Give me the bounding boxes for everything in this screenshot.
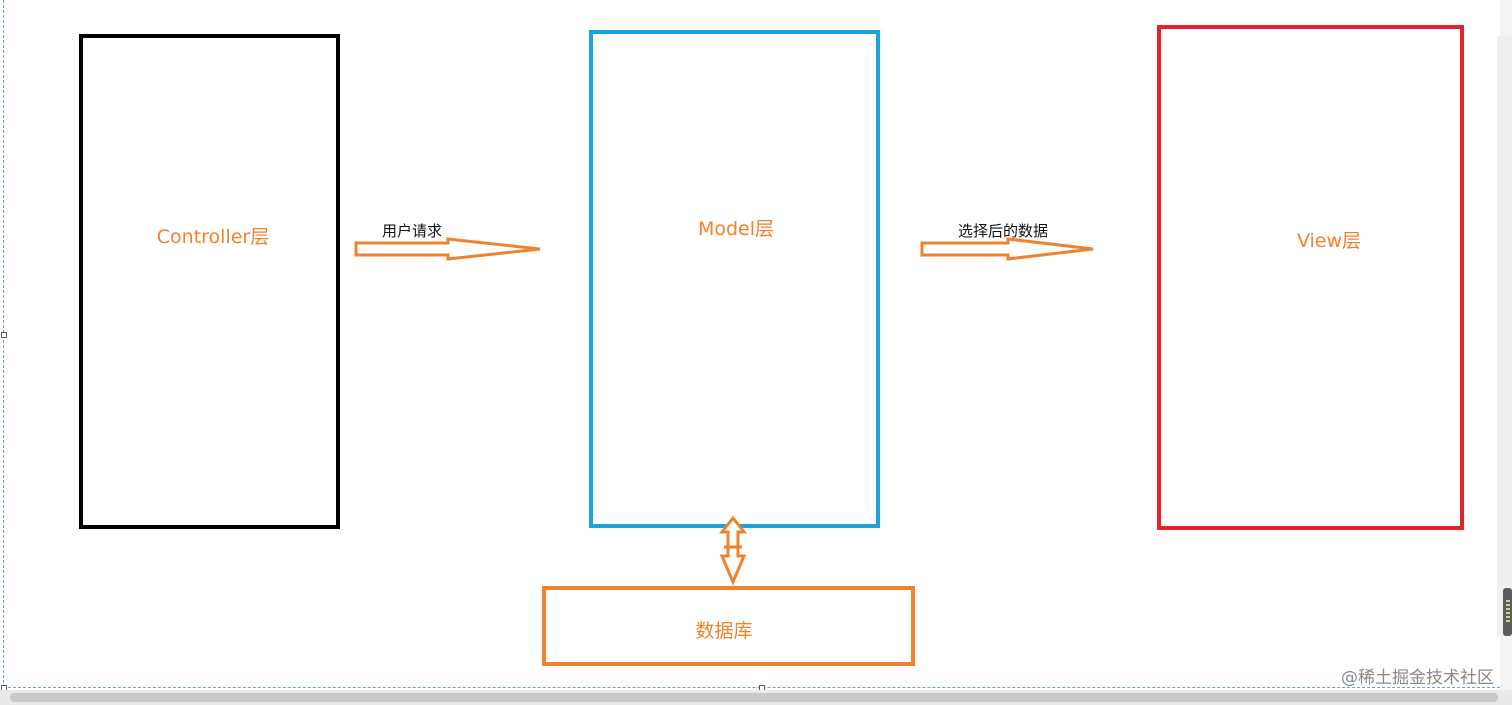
selected-data-label: 选择后的数据 (958, 222, 1049, 240)
page-border-left (3, 0, 4, 688)
user-request-label: 用户请求 (382, 222, 443, 240)
controller-layer-label: Controller层 (156, 226, 270, 248)
controller-to-model-arrow[interactable] (354, 237, 541, 261)
view-layer-box[interactable] (1157, 25, 1464, 530)
page-border-bottom (3, 687, 1500, 688)
resize-handle-left[interactable] (1, 332, 7, 338)
model-to-view-arrow[interactable] (920, 237, 1094, 261)
model-layer-box[interactable] (589, 30, 880, 528)
view-layer-label: View层 (1296, 230, 1362, 252)
watermark: @稀土掘金技术社区 (1341, 668, 1494, 688)
model-layer-label: Model层 (697, 218, 775, 240)
horizontal-scrollbar-thumb[interactable] (10, 693, 1498, 702)
model-database-double-arrow[interactable] (718, 515, 748, 586)
vertical-scrollbar-track[interactable] (1497, 36, 1512, 636)
controller-layer-box[interactable] (79, 34, 340, 529)
database-label: 数据库 (695, 620, 753, 642)
scrollbar-grip-icon (1506, 600, 1510, 622)
database-box[interactable] (542, 586, 915, 666)
